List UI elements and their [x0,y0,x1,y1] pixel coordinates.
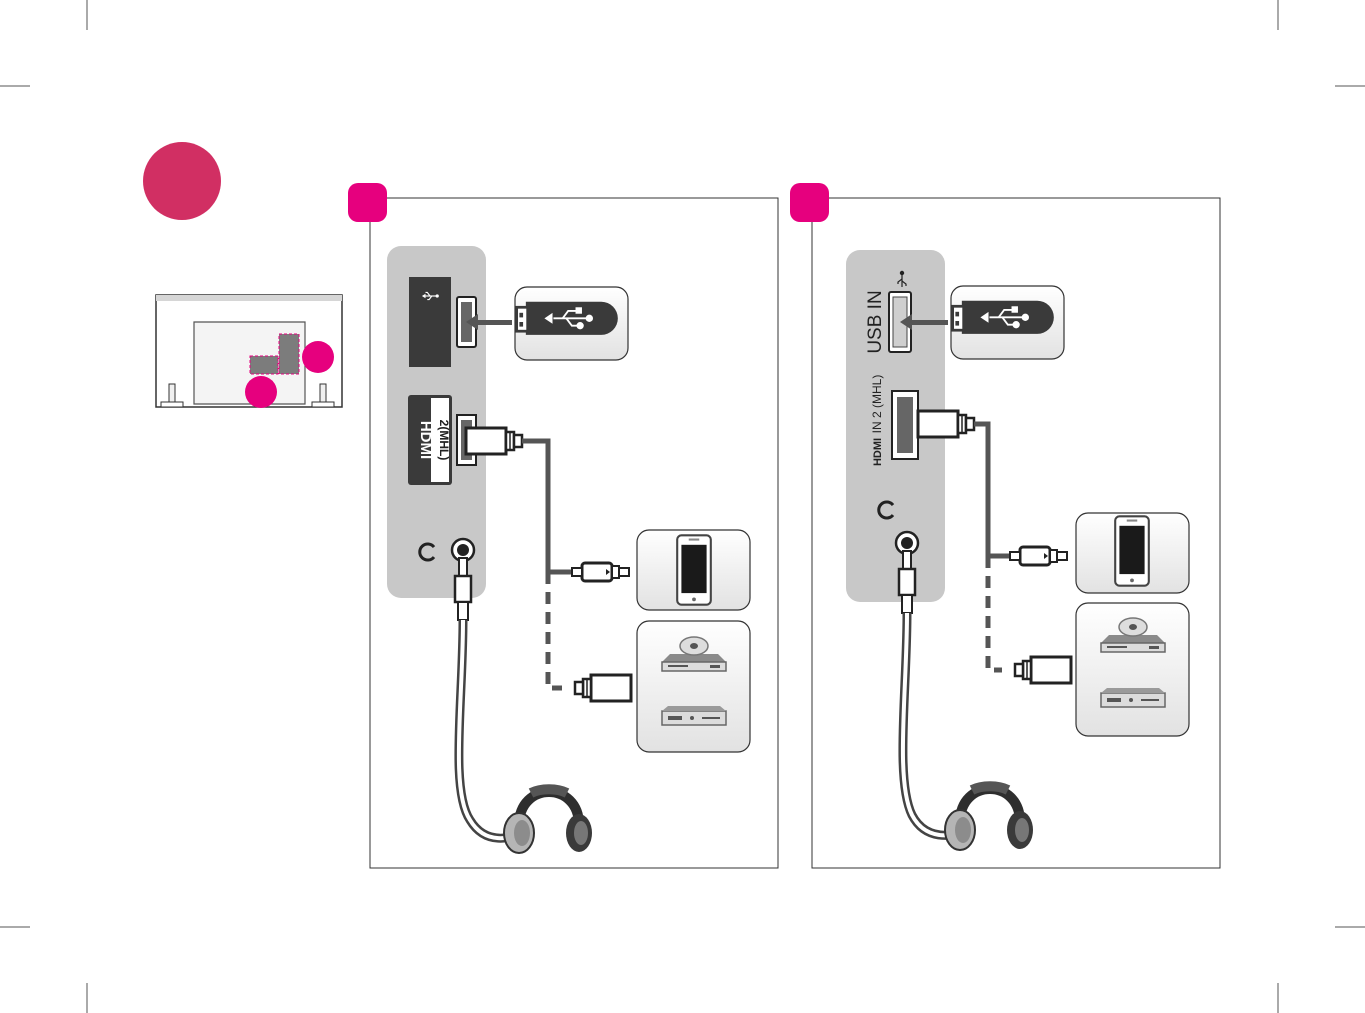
panel-b-hdmi-cable-dashed [988,556,1002,670]
panel-b-hdmi-cable [974,424,1010,556]
headphones-icon [504,789,592,853]
panel-a-badge [348,183,387,222]
set-top-box-icon [662,706,726,725]
panel-a-hdmi-label: 2(MHL) [437,420,451,461]
tv-callout-a [245,376,277,408]
headphones-icon [945,786,1033,850]
hdmi-plug-to-player-icon [575,675,631,701]
hdmi-plug-to-player-icon [1015,657,1071,683]
hdmi-plug-icon [466,428,522,454]
panel-a-hdmi-logo: HDMI [417,421,434,459]
micro-usb-plug-icon [1010,547,1067,565]
tv-port-area-a [250,356,278,374]
step-badge [143,142,221,220]
tv-port-area-b [279,334,299,374]
panel-a-hdmi-cable-dashed [548,572,562,688]
set-top-box-icon [1101,688,1165,707]
panel-a-usb-label-block [409,277,451,367]
panel-a-hdmi-cable [522,441,574,572]
micro-usb-plug-icon [572,563,629,581]
panel-b-hdmi-label: IN 2 (MHL) [870,375,884,434]
panel-a: HDMI 2(MHL) [348,183,778,868]
usb-stick-icon [953,301,1054,334]
hdmi-plug-icon [918,411,974,437]
panel-b: USB IN HDMI IN 2 (MHL) [790,183,1220,868]
panel-b-usb-label: USB IN [865,290,886,353]
panel-b-hdmi-logo: HDMI [872,438,884,466]
usb-stick-icon [517,302,618,335]
tv-callout-b [302,341,334,373]
tv-rear-view [156,295,342,408]
panel-b-badge [790,183,829,222]
smartphone-icon [677,535,711,604]
smartphone-icon [1115,516,1149,585]
